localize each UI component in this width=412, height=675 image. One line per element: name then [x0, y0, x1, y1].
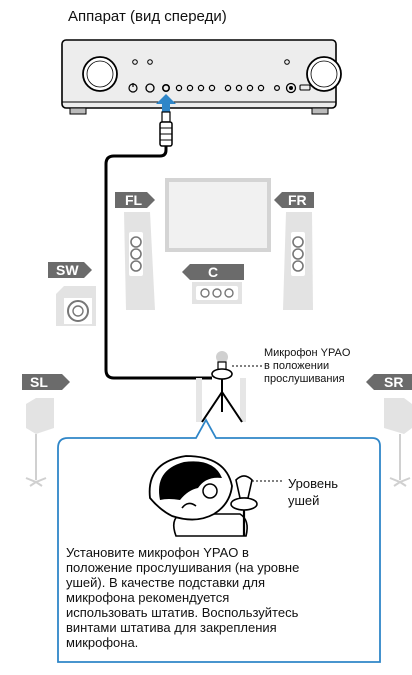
callout-box: [57, 418, 381, 663]
ear-label-line: ушей: [288, 493, 320, 508]
instruction-line: положение прослушивания (на уровне: [66, 560, 300, 575]
mic-label-line: прослушивания: [264, 373, 345, 385]
speaker-label-fl: FL: [125, 192, 143, 208]
speaker-label-sr: SR: [384, 374, 404, 390]
speaker-sw: [48, 262, 96, 326]
ear-label-line: Уровень: [288, 476, 339, 491]
speaker-label-sl: SL: [30, 374, 48, 390]
listening-seat: [196, 378, 246, 422]
ypao-mic: [201, 351, 262, 423]
mic-cable: [104, 111, 212, 380]
instruction-line: микрофона рекомендуется: [66, 590, 230, 605]
instruction-line: Установите микрофон YPAO в: [66, 545, 249, 560]
speaker-fr: [274, 192, 314, 310]
page-title: Аппарат (вид спереди): [68, 8, 227, 25]
speaker-label-sw: SW: [56, 262, 79, 278]
person-illustration: [148, 455, 248, 537]
mic-label-line: в положении: [264, 360, 330, 372]
instruction-text: Установите микрофон YPAO в положение про…: [66, 545, 384, 650]
speaker-sl: [22, 374, 70, 487]
insert-arrow: [156, 94, 176, 112]
receiver: [61, 39, 342, 115]
tv: [165, 178, 271, 252]
speaker-sr: [366, 374, 412, 487]
ear-level-label: Уровень ушей: [288, 475, 338, 509]
speaker-fl: [115, 192, 155, 310]
speaker-label-c: C: [208, 264, 219, 280]
speaker-label-fr: FR: [288, 192, 307, 208]
instruction-line: винтами штатива для закрепления: [66, 620, 277, 635]
ear-level-mic: [230, 475, 284, 536]
instruction-line: использовать штатив. Воспользуйтесь: [66, 605, 299, 620]
speaker-c: [182, 264, 244, 304]
instruction-line: ушей). В качестве подставки для: [66, 575, 266, 590]
mic-position-label: Микрофон YPAO в положении прослушивания: [264, 347, 350, 386]
mic-label-line: Микрофон YPAO: [264, 347, 351, 359]
instruction-line: микрофона.: [66, 635, 139, 650]
